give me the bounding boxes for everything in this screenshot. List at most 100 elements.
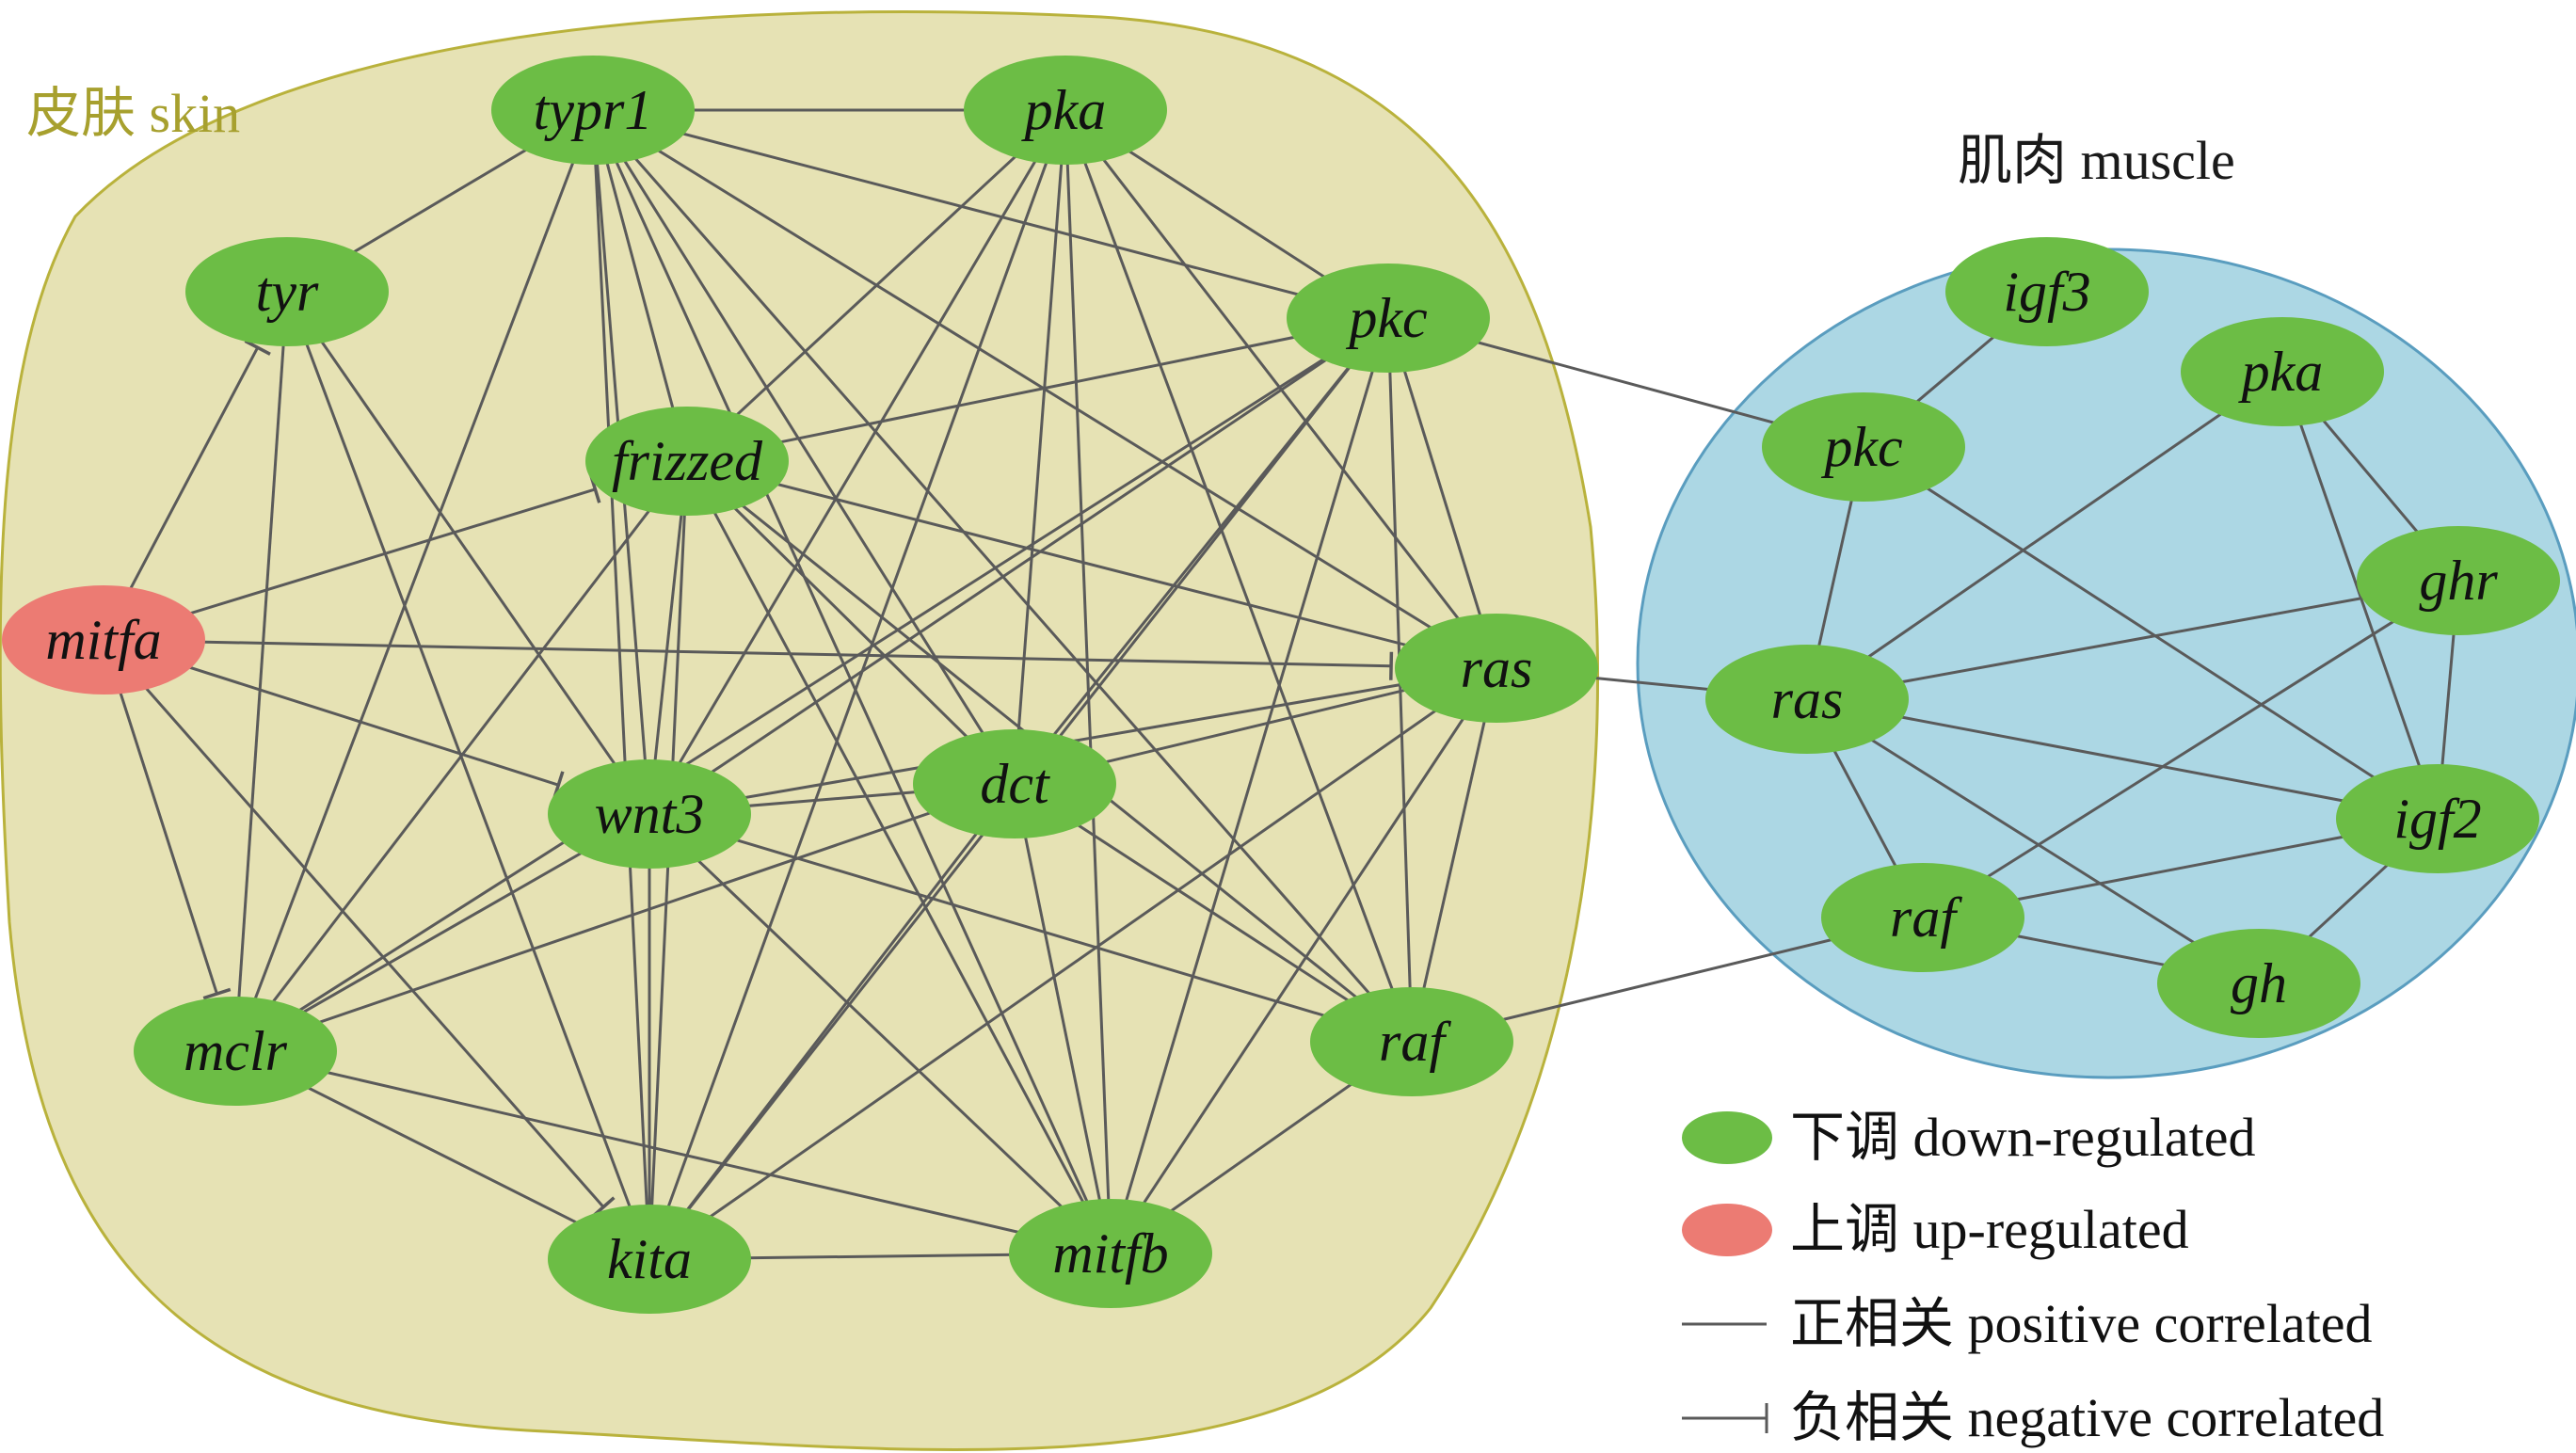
edge-m_ghr-m_raf bbox=[1922, 579, 2459, 919]
node-ellipse-m_pka bbox=[2181, 317, 2384, 426]
edge-s_frizzed-s_dct bbox=[685, 459, 1016, 786]
node-m_ghr: ghr bbox=[2357, 526, 2560, 635]
edge-m_pka-m_igf2 bbox=[2280, 371, 2440, 820]
node-m_pka: pka bbox=[2181, 317, 2384, 426]
legend-up-swatch bbox=[1682, 1204, 1772, 1256]
skin-region bbox=[0, 10, 1600, 1451]
edge-s_mitfa-s_ras bbox=[103, 638, 1392, 668]
edge-s_wnt3-s_raf bbox=[648, 812, 1413, 1044]
node-ellipse-m_pkc bbox=[1762, 392, 1965, 502]
edge-s_mitfa-s_kita bbox=[102, 639, 605, 1208]
node-label-m_raf: raf bbox=[1890, 886, 1962, 949]
edge-s_pka-s_mitfb bbox=[1064, 109, 1112, 1254]
node-label-s_pka: pka bbox=[1021, 79, 1107, 141]
node-ellipse-s_mclr bbox=[134, 997, 337, 1106]
edge-s_pkc-s_ras bbox=[1386, 317, 1498, 669]
edge-s_typr1-s_mclr bbox=[233, 109, 595, 1052]
node-s_wnt3: wnt3 bbox=[548, 759, 751, 869]
edge-s_tyr-s_kita bbox=[285, 291, 651, 1260]
node-ellipse-s_ras bbox=[1395, 614, 1598, 723]
node-label-m_ras: ras bbox=[1771, 668, 1844, 730]
edge-s_tyr-s_mclr bbox=[233, 291, 289, 1052]
inhibit-bar-s_mitfa-s_ras bbox=[1389, 651, 1394, 680]
inhibit-bar-s_mitfa-s_mclr bbox=[202, 987, 232, 1000]
node-s_ras: ras bbox=[1395, 614, 1598, 723]
legend: 下调 down-regulated 上调 up-regulated 正相关 po… bbox=[1682, 1107, 2384, 1448]
node-m_raf: raf bbox=[1821, 863, 2024, 972]
node-label-s_kita: kita bbox=[607, 1228, 692, 1290]
node-label-m_igf3: igf3 bbox=[2003, 261, 2090, 323]
node-ellipse-m_ghr bbox=[2357, 526, 2560, 635]
edge-s_pka-s_dct bbox=[1013, 109, 1067, 785]
edge-s_dct-s_mclr bbox=[234, 782, 1016, 1053]
node-m_ras: ras bbox=[1705, 645, 1909, 754]
node-s_dct: dct bbox=[913, 729, 1116, 838]
node-ellipse-m_gh bbox=[2157, 929, 2360, 1038]
node-label-s_wnt3: wnt3 bbox=[595, 783, 705, 845]
edge-s_pkc-s_mclr bbox=[234, 316, 1389, 1053]
node-label-s_raf: raf bbox=[1379, 1011, 1451, 1073]
node-ellipse-s_wnt3 bbox=[548, 759, 751, 869]
node-label-s_mclr: mclr bbox=[184, 1020, 288, 1082]
node-ellipse-s_frizzed bbox=[585, 407, 789, 516]
edges-layer bbox=[102, 108, 2460, 1261]
node-s_kita: kita bbox=[548, 1205, 751, 1314]
edge-s_frizzed-s_mclr bbox=[233, 460, 689, 1052]
edge-m_pka-m_ras bbox=[1806, 370, 2283, 701]
edge-s_pkc-s_mitfb bbox=[1109, 317, 1390, 1254]
node-m_igf2: igf2 bbox=[2336, 764, 2539, 873]
edge-s_typr1-s_dct bbox=[591, 109, 1016, 785]
node-ellipse-s_tyr bbox=[185, 237, 389, 346]
node-ellipse-s_pka bbox=[964, 56, 1167, 165]
node-ellipse-m_ras bbox=[1705, 645, 1909, 754]
node-label-s_mitfa: mitfa bbox=[45, 609, 161, 671]
skin-group-label: 皮肤 skin bbox=[26, 83, 240, 144]
edge-s_dct-s_kita bbox=[648, 783, 1016, 1260]
node-s_tyr: tyr bbox=[185, 237, 389, 346]
node-ellipse-m_igf2 bbox=[2336, 764, 2539, 873]
edge-s_ras-s_mitfb bbox=[1109, 667, 1498, 1254]
legend-down-label: 下调 down-regulated bbox=[1790, 1107, 2255, 1168]
edge-s_typr1-s_kita bbox=[591, 109, 651, 1260]
node-label-m_gh: gh bbox=[2231, 952, 2287, 1014]
legend-negative-label: 负相关 negative correlated bbox=[1790, 1387, 2384, 1448]
edge-s_pka-s_kita bbox=[648, 109, 1067, 1260]
node-label-s_dct: dct bbox=[980, 753, 1050, 815]
edge-s_mitfa-s_mclr bbox=[102, 639, 218, 995]
node-s_mitfb: mitfb bbox=[1009, 1199, 1212, 1308]
edge-s_ras-s_kita bbox=[648, 666, 1497, 1261]
node-ellipse-m_raf bbox=[1821, 863, 2024, 972]
edge-m_ras-m_gh bbox=[1806, 697, 2260, 985]
node-m_pkc: pkc bbox=[1762, 392, 1965, 502]
inhibit-bar-s_mitfa-s_tyr bbox=[244, 339, 271, 356]
edge-m_ras-m_igf2 bbox=[1806, 697, 2439, 821]
edge-m_ras-m_ghr bbox=[1806, 579, 2459, 701]
edge-s_typr1-s_mitfb bbox=[591, 109, 1112, 1254]
edge-s_pkc-s_wnt3 bbox=[648, 316, 1389, 816]
node-s_mclr: mclr bbox=[134, 997, 337, 1106]
node-label-s_ras: ras bbox=[1461, 637, 1533, 699]
node-ellipse-s_mitfb bbox=[1009, 1199, 1212, 1308]
node-s_raf: raf bbox=[1310, 987, 1513, 1096]
edge-s_tyr-s_wnt3 bbox=[285, 291, 651, 815]
node-ellipse-s_typr1 bbox=[491, 56, 695, 165]
edge-s_frizzed-s_wnt3 bbox=[648, 460, 689, 815]
edge-s_pka-s_wnt3 bbox=[648, 109, 1067, 815]
node-ellipse-m_igf3 bbox=[1945, 237, 2149, 346]
muscle-group-label: 肌肉 muscle bbox=[1958, 130, 2235, 191]
edge-s_dct-s_mitfb bbox=[1013, 783, 1112, 1254]
node-label-s_pkc: pkc bbox=[1345, 287, 1427, 349]
edge-s_ras-s_raf bbox=[1410, 667, 1498, 1043]
node-label-m_igf2: igf2 bbox=[2393, 788, 2481, 850]
edge-s_frizzed-s_ras bbox=[686, 459, 1497, 670]
edge-s_typr1-s_pkc bbox=[592, 108, 1389, 320]
edge-s_pka-s_frizzed bbox=[685, 108, 1067, 463]
node-m_igf3: igf3 bbox=[1945, 237, 2149, 346]
node-label-s_tyr: tyr bbox=[256, 261, 319, 323]
node-label-m_ghr: ghr bbox=[2419, 550, 2498, 612]
node-label-s_mitfb: mitfb bbox=[1052, 1222, 1168, 1285]
node-m_gh: gh bbox=[2157, 929, 2360, 1038]
node-s_mitfa: mitfa bbox=[2, 585, 205, 695]
node-s_frizzed: frizzed bbox=[585, 407, 789, 516]
